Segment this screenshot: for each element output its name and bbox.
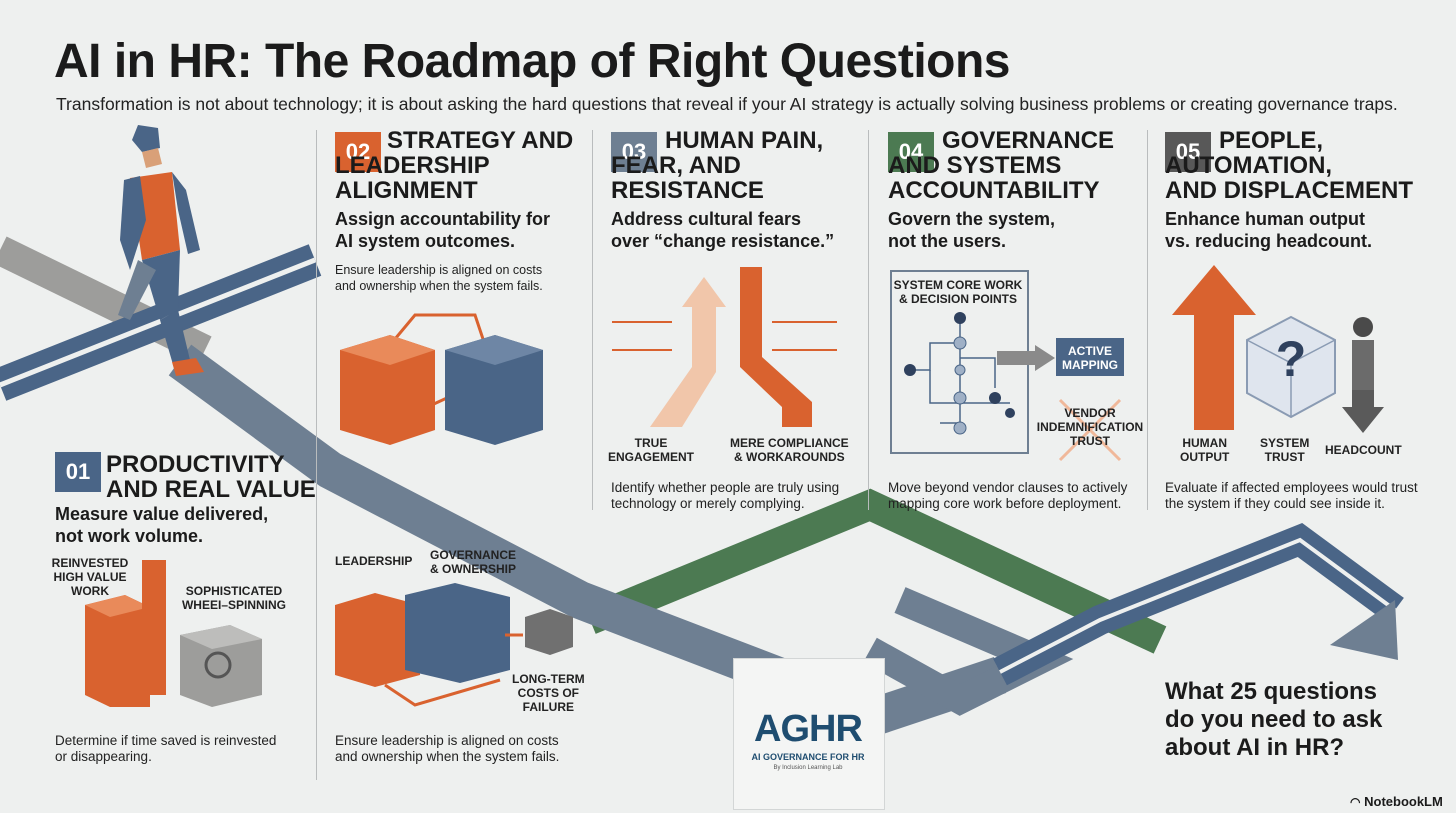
- value-bars-icon: [85, 560, 262, 707]
- system-core-label: SYSTEM CORE WORK & DECISION POINTS: [893, 278, 1023, 306]
- engagement-paths-icon: [612, 267, 837, 427]
- section-04-header: 04: [888, 132, 934, 172]
- governance-ownership-label: GOVERNANCE & OWNERSHIP: [430, 548, 517, 576]
- up-arrow-icon: [1172, 265, 1256, 430]
- section-01-footer: Determine if time saved is reinvested or…: [55, 733, 277, 764]
- section-03-footer: Identify whether people are truly using …: [611, 480, 840, 511]
- section-04-title: GOVERNANCE AND SYSTEMS ACCOUNTABILITY: [888, 127, 1115, 204]
- cost-cubes-icon: [335, 583, 573, 707]
- human-output-label: HUMAN OUTPUT: [1180, 436, 1230, 464]
- question-mark-icon: ?: [1275, 331, 1307, 387]
- headcount-label: HEADCOUNT: [1325, 443, 1402, 457]
- section-03-title: HUMAN PAIN, FEAR, AND RESISTANCE: [611, 127, 824, 204]
- notebooklm-icon: ◠: [1350, 795, 1361, 809]
- notebooklm-brand: ◠ NotebookLM: [1350, 794, 1443, 809]
- reinvested-label: REINVESTED HIGH VALUE WORK: [51, 556, 129, 598]
- vendor-indemnification-label: VENDOR INDEMNIFICATION TRUST: [1036, 406, 1144, 448]
- section-01-title: PRODUCTIVITY AND REAL VALUE: [106, 451, 316, 503]
- section-01-tagline: Measure value delivered, not work volume…: [55, 504, 269, 546]
- logo-mark: AGHR: [754, 708, 863, 750]
- section-03-header: 03: [611, 132, 657, 172]
- active-mapping-box: [1056, 338, 1124, 376]
- arrow-right-icon: [997, 345, 1055, 371]
- divider: [316, 130, 317, 780]
- leadership-label: LEADERSHIP: [335, 554, 413, 568]
- section-02-footer: Ensure leadership is aligned on costs an…: [335, 733, 560, 764]
- cross-out-icon: [1058, 398, 1122, 462]
- section-05-footer: Evaluate if affected employees would tru…: [1165, 480, 1418, 511]
- section-number: 04: [888, 132, 934, 172]
- mere-compliance-label: MERE COMPLIANCE & WORKAROUNDS: [730, 436, 849, 464]
- page-title: AI in HR: The Roadmap of Right Questions: [54, 35, 1010, 88]
- wheel-spinning-label: SOPHISTICATED WHEEI–SPINNING: [181, 584, 286, 612]
- person-down-arrow-icon: [1342, 317, 1384, 433]
- section-05-header: 05: [1165, 132, 1211, 172]
- arrowhead-icon: [1330, 600, 1398, 660]
- true-engagement-label: TRUE ENGAGEMENT: [608, 436, 695, 464]
- section-02-header: 02: [335, 132, 381, 172]
- section-01-header: 01: [55, 452, 101, 492]
- transparent-cube-icon: [1246, 315, 1336, 419]
- logo-line1: AI GOVERNANCE FOR HR: [751, 752, 865, 762]
- divider: [868, 130, 869, 510]
- walking-person-icon: [118, 125, 204, 376]
- section-04-tagline: Govern the system, not the users.: [888, 209, 1056, 251]
- section-number: 05: [1165, 132, 1211, 172]
- divider: [592, 130, 593, 510]
- section-05-tagline: Enhance human output vs. reducing headco…: [1165, 209, 1373, 251]
- section-number: 02: [335, 132, 381, 172]
- long-term-costs-label: LONG-TERM COSTS OF FAILURE: [512, 672, 585, 714]
- section-05-title: PEOPLE, AUTOMATION, AND DISPLACEMENT: [1165, 127, 1414, 204]
- flow-diagram-icon: [904, 312, 1015, 435]
- section-02-title: STRATEGY AND LEADERSHIP ALIGNMENT: [335, 127, 574, 204]
- page-subtitle: Transformation is not about technology; …: [56, 94, 1398, 114]
- section-04-footer: Move beyond vendor clauses to actively m…: [888, 480, 1128, 511]
- aligned-cubes-icon: [340, 313, 543, 445]
- section-02-tagline: Assign accountability for AI system outc…: [335, 209, 551, 251]
- brand-label: NotebookLM: [1364, 794, 1443, 809]
- call-to-action: What 25 questions do you need to ask abo…: [1165, 678, 1383, 761]
- section-number: 03: [611, 132, 657, 172]
- section-number: 01: [55, 452, 101, 492]
- system-trust-label: SYSTEM TRUST: [1260, 436, 1310, 464]
- active-mapping-label: ACTIVE MAPPING: [1061, 344, 1118, 372]
- section-02-intro: Ensure leadership is aligned on costs an…: [335, 263, 543, 293]
- divider: [1147, 130, 1148, 510]
- logo-line2: By Inclusion Learning Lab: [773, 765, 843, 771]
- section-03-tagline: Address cultural fears over “change resi…: [611, 209, 835, 251]
- aghr-logo: [733, 658, 885, 810]
